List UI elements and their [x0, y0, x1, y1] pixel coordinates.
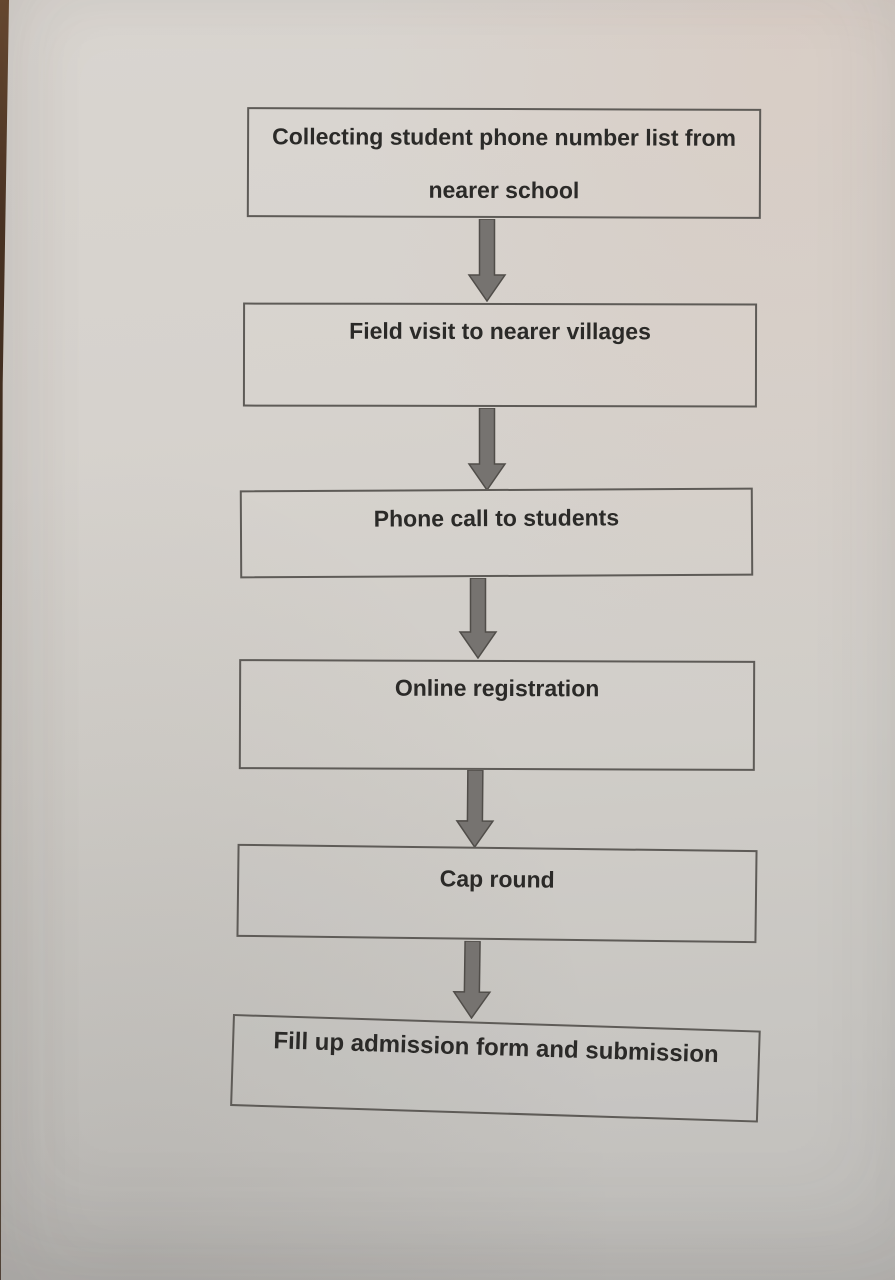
flow-step-online-registration: Online registration: [238, 659, 756, 771]
flow-step-field-visit: Field visit to nearer villages: [242, 302, 758, 408]
flow-step-collecting-phone-list: Collecting student phone number list fro…: [246, 107, 762, 219]
down-arrow-icon-2: [467, 407, 507, 496]
down-arrow-icon-4: [455, 769, 496, 853]
down-arrow-icon-5: [451, 940, 492, 1025]
flow-step-cap-round: Cap round: [236, 843, 758, 944]
flow-step-phone-call: Phone call to students: [239, 487, 754, 579]
down-arrow-icon-1: [467, 218, 507, 307]
flow-step-admission-form: Fill up admission form and submission: [230, 1014, 761, 1123]
down-arrow-icon-3: [458, 577, 498, 664]
